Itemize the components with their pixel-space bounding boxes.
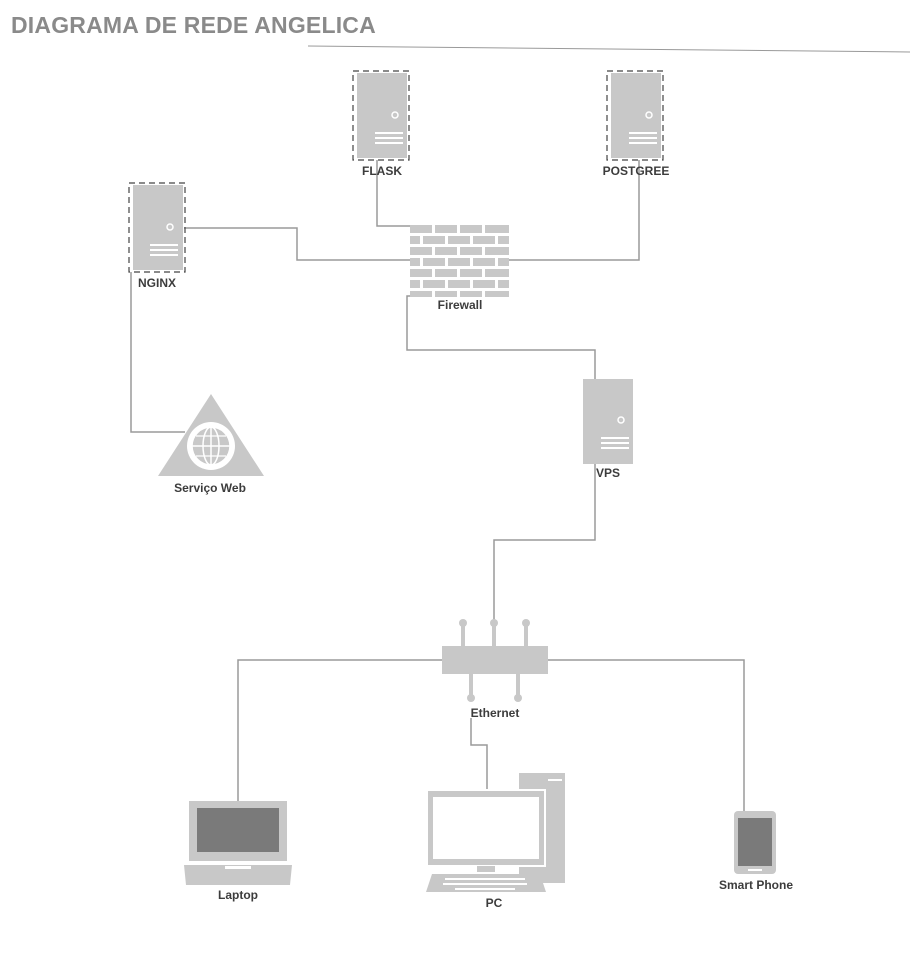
edge-nginx-webservice xyxy=(130,272,185,433)
label-servico-web: Serviço Web xyxy=(174,481,246,495)
label-flask: FLASK xyxy=(362,164,402,178)
edge-ethernet-smartphone xyxy=(547,659,745,812)
connectors xyxy=(130,160,745,812)
edge-postgree-firewall xyxy=(508,160,640,261)
smartphone-icon xyxy=(734,811,776,874)
edge-ethernet-laptop xyxy=(237,659,442,802)
web-service-icon xyxy=(158,394,264,476)
edge-nginx-firewall xyxy=(184,227,410,261)
label-vps: VPS xyxy=(595,466,621,480)
label-smartphone: Smart Phone xyxy=(718,878,794,892)
label-pc: PC xyxy=(485,896,503,910)
postgree-server-icon xyxy=(606,70,664,161)
nginx-server-icon xyxy=(128,182,186,273)
laptop-icon xyxy=(184,801,292,885)
flask-server-icon xyxy=(352,70,410,161)
edge-flask-firewall xyxy=(376,160,410,227)
title-divider xyxy=(307,45,910,53)
edge-ethernet-pc xyxy=(470,718,488,790)
label-nginx: NGINX xyxy=(137,276,177,290)
page-title: DIAGRAMA DE REDE ANGELICA xyxy=(11,12,376,38)
label-ethernet: Ethernet xyxy=(470,706,520,720)
desktop-pc-icon xyxy=(426,773,565,892)
edge-vps-ethernet xyxy=(493,463,596,620)
edge-firewall-vps xyxy=(406,295,596,380)
firewall-icon xyxy=(410,225,509,297)
label-firewall: Firewall xyxy=(437,298,483,312)
vps-server-icon xyxy=(583,379,633,464)
label-laptop: Laptop xyxy=(218,888,258,902)
router-icon xyxy=(442,619,548,702)
label-postgree: POSTGREE xyxy=(602,164,670,178)
